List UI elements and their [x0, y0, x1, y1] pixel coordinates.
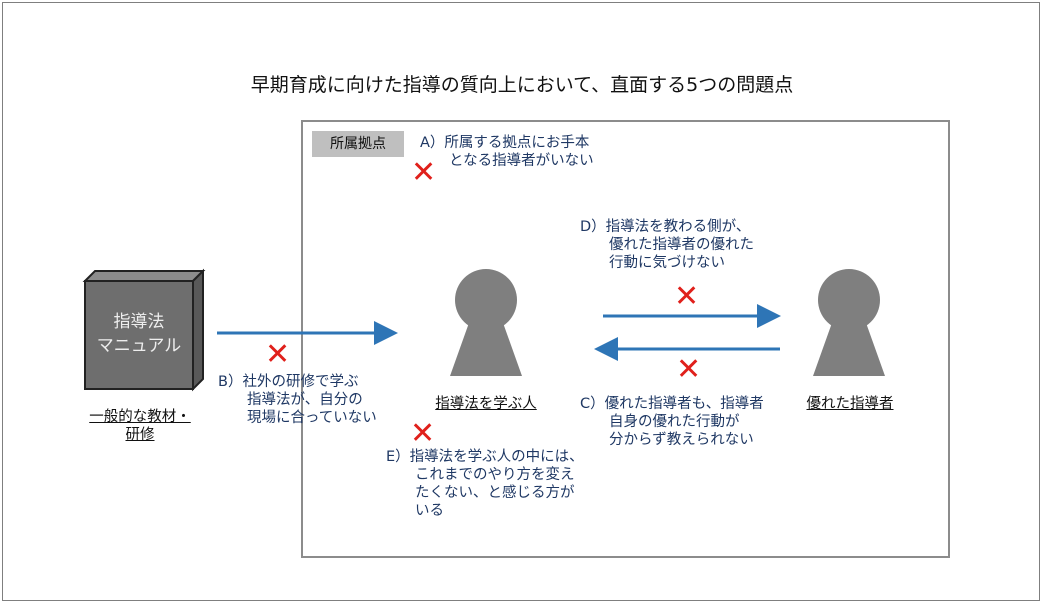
cross-icon-b: ✕ [265, 337, 291, 372]
problem-a: A）所属する拠点にお手本 となる指導者がいない [420, 135, 594, 169]
cross-icon-c: ✕ [676, 352, 702, 387]
problem-d: D）指導法を教わる側が、 優れた指導者の優れた 行動に気づけない [580, 219, 754, 271]
manual-caption: 一般的な教材・ 研修 [89, 409, 191, 443]
learner-person-icon [450, 269, 522, 376]
cross-icon-d: ✕ [674, 279, 700, 314]
diagram-title: 早期育成に向けた指導の質向上において、直面する5つの問題点 [250, 74, 794, 96]
problem-b: B）社外の研修で学ぶ 指導法が、自分の 現場に合っていない [218, 374, 377, 426]
site-label: 所属拠点 [312, 131, 404, 157]
cross-icon-a: ✕ [411, 155, 437, 190]
learner-label: 指導法を学ぶ人 [435, 396, 537, 412]
manual-label: 指導法 マニュアル [96, 312, 182, 356]
problem-e: E）指導法を学ぶ人の中には、 これまでのやり方を変え たくない、と感じる方が い… [386, 449, 584, 519]
site-boundary [301, 120, 950, 558]
problem-c: C）優れた指導者も、指導者 自身の優れた行動が 分からず教えられない [580, 396, 764, 448]
cross-icon-e: ✕ [410, 416, 436, 451]
expert-person-icon [813, 269, 885, 376]
expert-label: 優れた指導者 [806, 396, 894, 412]
manual-book-icon [82, 268, 206, 392]
